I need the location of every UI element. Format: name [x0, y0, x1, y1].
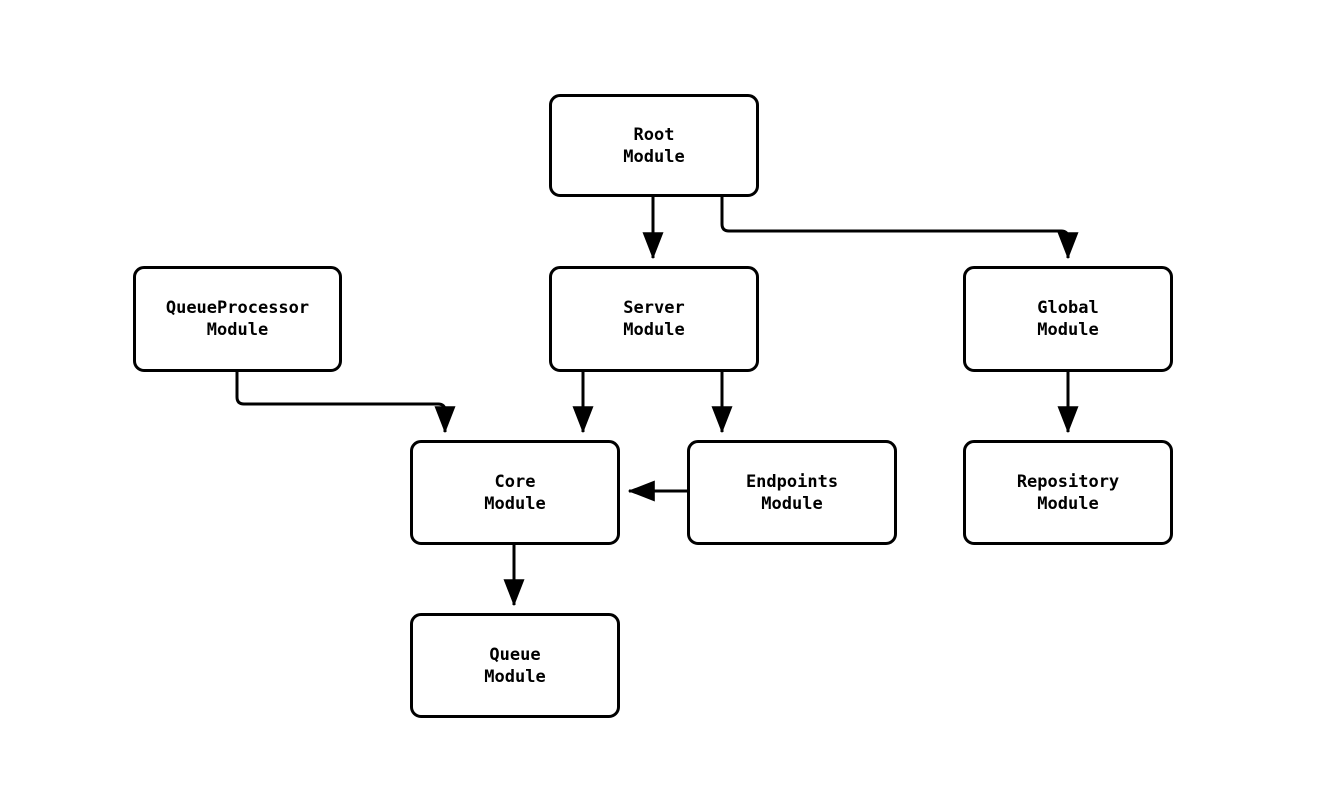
node-root-subtitle: Module [623, 146, 685, 167]
node-global-title: Global [1037, 298, 1099, 318]
node-server-subtitle: Module [623, 320, 685, 340]
node-core-subtitle: Module [484, 493, 546, 514]
node-endpoints-title: Endpoints [745, 471, 839, 492]
node-repository-subtitle: Module [1037, 493, 1099, 514]
edge-root-to-global [720, 197, 1079, 260]
node-root-title: Root [633, 124, 675, 145]
node-repository-title: Repository [1016, 471, 1120, 492]
node-endpoints-subtitle: Module [761, 493, 823, 514]
node-core-title: Core [494, 471, 536, 492]
node-queueprocessor-subtitle: Module [206, 320, 269, 340]
node-server-title: Server [623, 298, 685, 318]
node-global-subtitle: Module [1037, 320, 1099, 340]
edge-queueprocessor-to-core [235, 372, 456, 434]
node-queue-subtitle: Module [484, 666, 546, 687]
node-queueprocessor-title: QueueProcessor [165, 298, 310, 318]
node-queue-title: Queue [489, 644, 541, 665]
edge-paths [235, 197, 1079, 607]
